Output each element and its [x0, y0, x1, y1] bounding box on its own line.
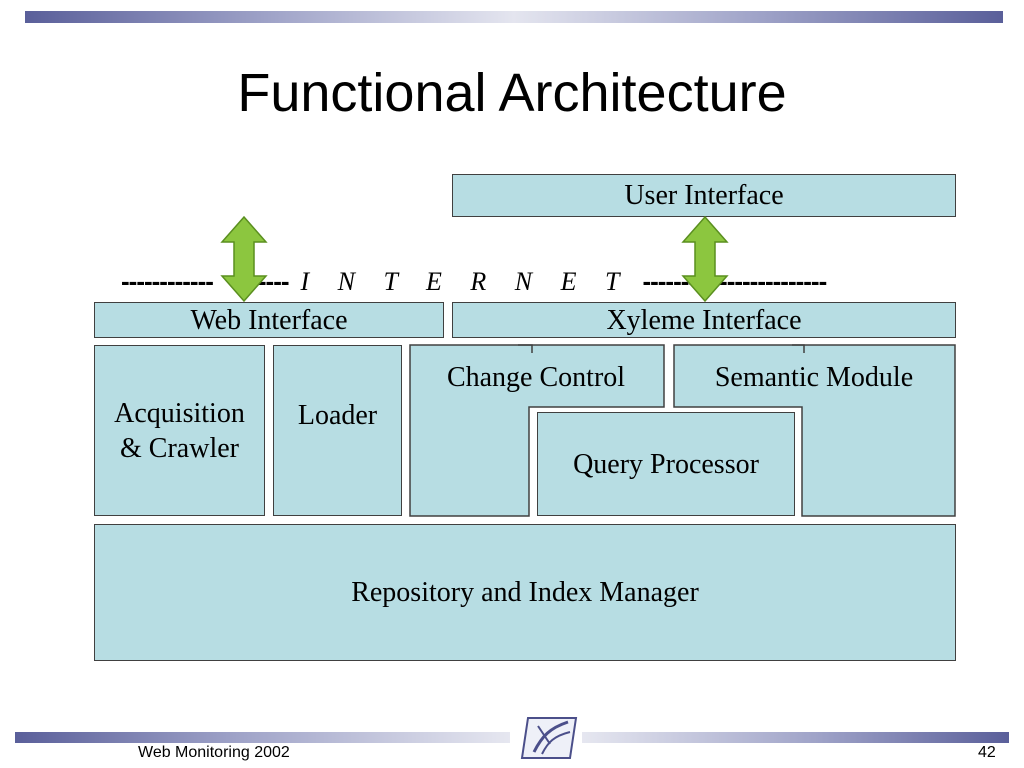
change-control-shape: [409, 344, 665, 517]
bottom-bar-right: [582, 732, 1009, 743]
query-processor-label: Query Processor: [573, 448, 759, 480]
user-interface-label: User Interface: [624, 180, 784, 211]
semantic-module-label: Semantic Module: [714, 362, 914, 393]
semantic-module-shape: [673, 344, 956, 517]
web-interface-box: Web Interface: [94, 302, 444, 338]
repository-label: Repository and Index Manager: [351, 577, 699, 608]
page-number: 42: [978, 744, 996, 761]
double-arrow-right: [681, 215, 729, 303]
acquisition-crawler-box: Acquisition & Crawler: [94, 345, 265, 516]
loader-label: Loader: [297, 400, 378, 431]
acquisition-crawler-label: Acquisition & Crawler: [114, 397, 245, 464]
query-processor-box: Query Processor: [537, 412, 795, 516]
user-interface-box: User Interface: [452, 174, 956, 217]
bottom-bar-left: [15, 732, 510, 743]
internet-dashes-right: ------------------------: [642, 266, 827, 296]
internet-dashes-left-a: ------------: [121, 266, 214, 296]
change-control-label: Change Control: [446, 362, 626, 393]
internet-line: -------------------I N T E R N E T------…: [108, 236, 827, 297]
top-decorative-bar: [25, 11, 1003, 23]
xyleme-logo-icon: [520, 717, 578, 759]
web-interface-label: Web Interface: [190, 304, 348, 336]
repository-box: Repository and Index Manager: [94, 524, 956, 661]
xyleme-interface-label: Xyleme Interface: [606, 304, 802, 336]
slide-title: Functional Architecture: [237, 63, 787, 123]
xyleme-interface-box: Xyleme Interface: [452, 302, 956, 338]
internet-label: I N T E R N E T: [300, 267, 631, 296]
footer-text: Web Monitoring 2002: [138, 744, 290, 761]
loader-box: Loader: [273, 345, 402, 516]
double-arrow-left: [220, 215, 268, 303]
